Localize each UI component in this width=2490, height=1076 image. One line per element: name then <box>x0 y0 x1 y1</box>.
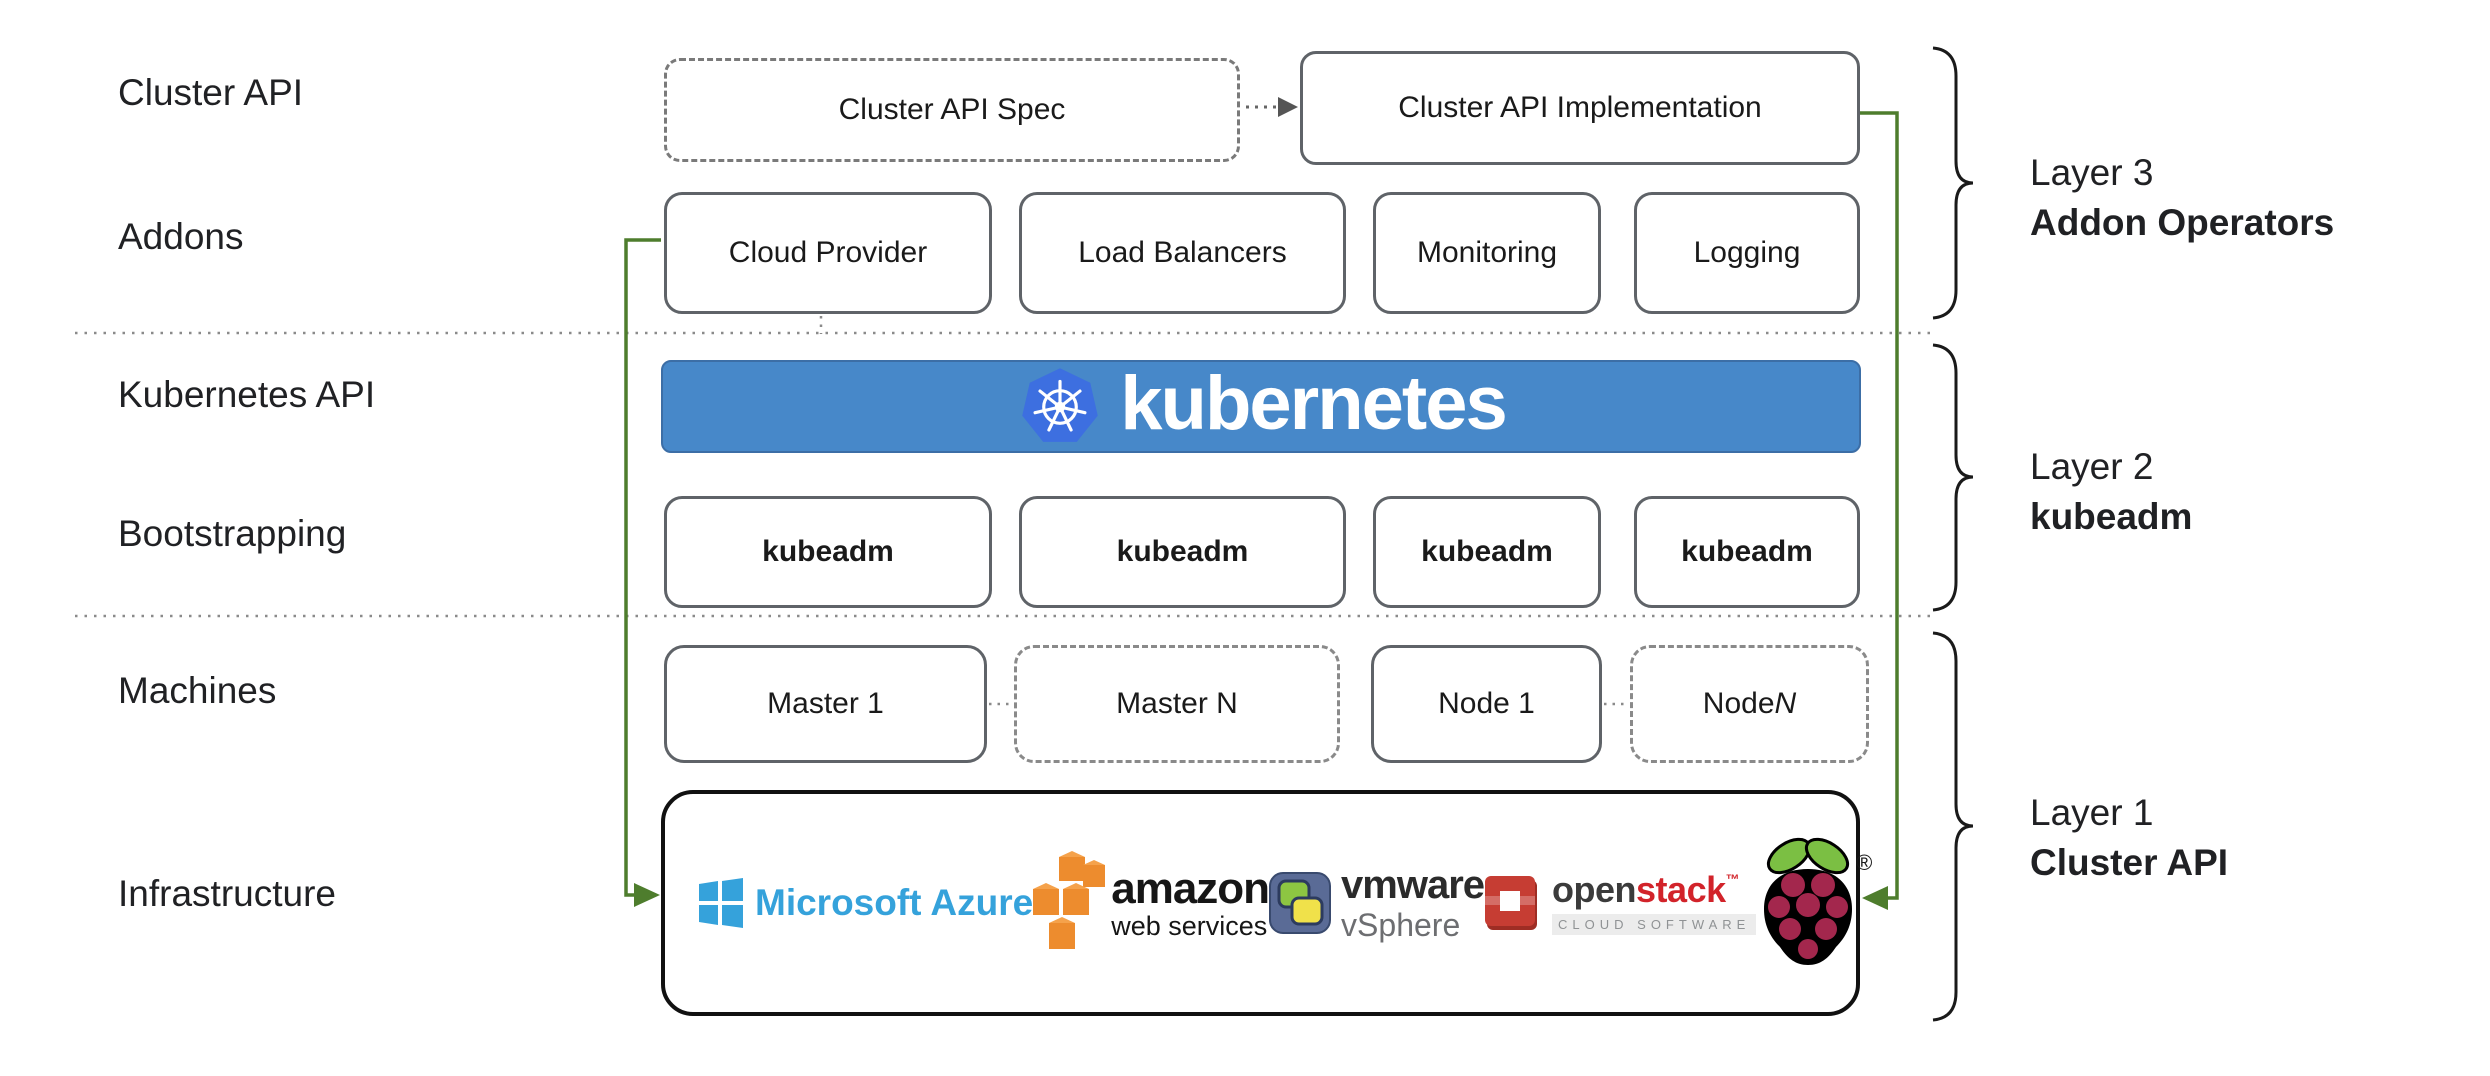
addon-box-cloud-provider: Cloud Provider <box>664 192 992 314</box>
kubeadm-box-2: kubeadm <box>1019 496 1346 608</box>
openstack-word-stack: stack <box>1636 868 1726 910</box>
machine-label: Node 1 <box>1438 687 1535 720</box>
vsphere-wordmark: vSphere <box>1341 907 1461 943</box>
layer-1-label: Layer 1 Cluster API <box>2030 788 2228 888</box>
kubernetes-wordmark: kubernetes <box>1120 360 1507 446</box>
layer-3-subtitle: Addon Operators <box>2030 202 2335 243</box>
kubernetes-banner: kubernetes <box>661 360 1861 453</box>
layer-3-brace <box>1932 46 1974 320</box>
kubeadm-box-4: kubeadm <box>1634 496 1860 608</box>
machine-label: Master N <box>1116 687 1238 720</box>
row-label-cluster-api: Cluster API <box>118 72 304 113</box>
row-label-kubernetes-api: Kubernetes API <box>118 374 376 415</box>
aws-cubes-icon <box>1033 851 1106 949</box>
layer-2-title: Layer 2 <box>2030 446 2154 487</box>
row-label-bootstrapping: Bootstrapping <box>118 513 347 554</box>
cluster-api-implementation-box: Cluster API Implementation <box>1300 51 1860 165</box>
layer-2-subtitle: kubeadm <box>2030 496 2193 537</box>
raspberry-pi-icon <box>1764 837 1853 965</box>
microsoft-flag-icon <box>699 878 743 928</box>
machine-label: Master 1 <box>767 687 884 720</box>
machine-label: Node <box>1702 687 1775 720</box>
cloud-provider-to-infra-green-line <box>624 238 661 897</box>
cloud-provider-to-infra-arrowhead <box>634 883 660 907</box>
impl-to-infra-green-line <box>1860 111 1899 900</box>
layer-2-brace <box>1932 343 1974 612</box>
openstack-word-open: open <box>1552 868 1637 910</box>
addon-box-monitoring: Monitoring <box>1373 192 1601 314</box>
addon-box-load-balancers: Load Balancers <box>1019 192 1346 314</box>
kubeadm-box-3: kubeadm <box>1373 496 1601 608</box>
kubeadm-box-1: kubeadm <box>664 496 992 608</box>
openstack-icon <box>1485 876 1538 930</box>
azure-wordmark: Microsoft Azure <box>755 882 1034 923</box>
vmware-wordmark: vmware <box>1341 863 1485 907</box>
machine-label-suffix-italic: N <box>1774 687 1797 720</box>
layer-3-title: Layer 3 <box>2030 152 2154 193</box>
layer-1-subtitle: Cluster API <box>2030 842 2229 883</box>
machine-box-node-n: Node N <box>1630 645 1869 763</box>
aws-wordmark: amazon <box>1111 863 1270 913</box>
addon-box-logging: Logging <box>1634 192 1860 314</box>
machine-box-node-1: Node 1 <box>1371 645 1602 763</box>
layer-2-label: Layer 2 kubeadm <box>2030 442 2192 542</box>
vmware-vsphere-logo: vmware vSphere <box>1269 863 1485 943</box>
machine-box-master-n: Master N <box>1014 645 1340 763</box>
microsoft-azure-logo: Microsoft Azure <box>695 878 1033 928</box>
openstack-subtitle: CLOUD SOFTWARE <box>1552 913 1757 935</box>
kubernetes-logo-icon <box>1022 367 1099 442</box>
openstack-logo: openstack™ CLOUD SOFTWARE <box>1484 868 1757 936</box>
raspberry-pi-registered-mark: ® <box>1856 850 1873 875</box>
cluster-api-spec-box: Cluster API Spec <box>664 58 1240 162</box>
impl-to-infra-arrowhead <box>1862 886 1888 910</box>
row-label-infrastructure: Infrastructure <box>118 873 336 914</box>
row-label-addons: Addons <box>118 216 244 257</box>
raspberry-pi-logo: ® <box>1756 828 1872 978</box>
layer-3-label: Layer 3 Addon Operators <box>2030 148 2334 248</box>
infrastructure-box: Microsoft Azure amazon web services <box>661 790 1872 1016</box>
layer-1-brace <box>1932 631 1974 1022</box>
machine-box-master-1: Master 1 <box>664 645 987 763</box>
vsphere-badge-icon <box>1269 872 1332 934</box>
spec-to-impl-arrowhead <box>1278 97 1298 117</box>
layer-1-title: Layer 1 <box>2030 792 2154 833</box>
openstack-tm: ™ <box>1725 870 1740 887</box>
row-label-machines: Machines <box>118 670 277 711</box>
aws-logo: amazon web services <box>1033 851 1270 955</box>
aws-subtitle: web services <box>1111 910 1268 941</box>
